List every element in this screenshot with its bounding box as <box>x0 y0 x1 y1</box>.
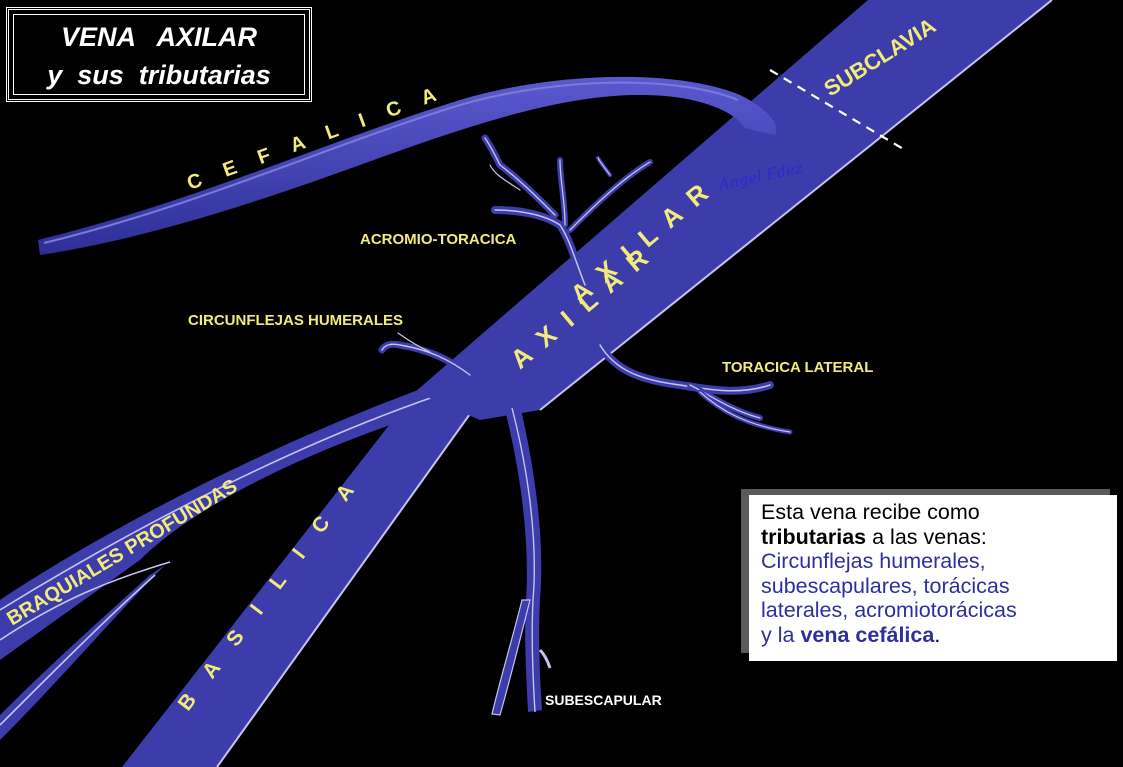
cefalica-vein <box>38 76 777 255</box>
acromio-toracica-label: ACROMIO-TORACICA <box>360 231 517 248</box>
info-vena-cefalica: vena cefálica <box>800 622 935 647</box>
info-list-line-4: y la vena cefálica. <box>761 623 1107 648</box>
title-box-inner-border <box>13 14 305 95</box>
info-line-2: tributarias a las venas: <box>761 525 1107 550</box>
info-intro: Esta vena recibe como <box>761 500 980 524</box>
info-box: Esta vena recibe como tributarias a las … <box>749 495 1117 661</box>
circunflejas-humerales-label: CIRCUNFLEJAS HUMERALES <box>188 312 403 329</box>
braquiales-profundas-veins <box>0 375 468 740</box>
subescapular-vein <box>491 405 552 716</box>
subclavia-boundary-line <box>769 69 906 151</box>
circunflejas-humerales-vein <box>378 332 474 379</box>
axilar-subclavia-trunk <box>415 0 1053 420</box>
title-line-2: y sus tributarias <box>47 60 271 90</box>
info-tributarias: tributarias <box>761 524 867 549</box>
info-list-line-4-start: y la <box>761 622 801 647</box>
subescapular-label: SUBESCAPULAR <box>545 692 662 708</box>
info-list-line-2: subescapulares, torácicas <box>761 573 1010 598</box>
toracica-lateral-vein <box>596 341 793 435</box>
acromio-toracica-vein <box>481 134 653 289</box>
info-list-line-3: laterales, acromiotorácicas <box>761 598 1017 622</box>
title-box: VENA AXILAR y sus tributarias <box>6 7 312 102</box>
info-list-line-1: Circunflejas humerales, <box>761 549 986 573</box>
info-intro-end: a las venas: <box>866 524 987 549</box>
title-line-1: VENA AXILAR <box>60 22 257 52</box>
basilica-vein <box>122 392 481 767</box>
info-period: . <box>934 622 941 647</box>
toracica-lateral-label: TORACICA LATERAL <box>722 359 873 376</box>
